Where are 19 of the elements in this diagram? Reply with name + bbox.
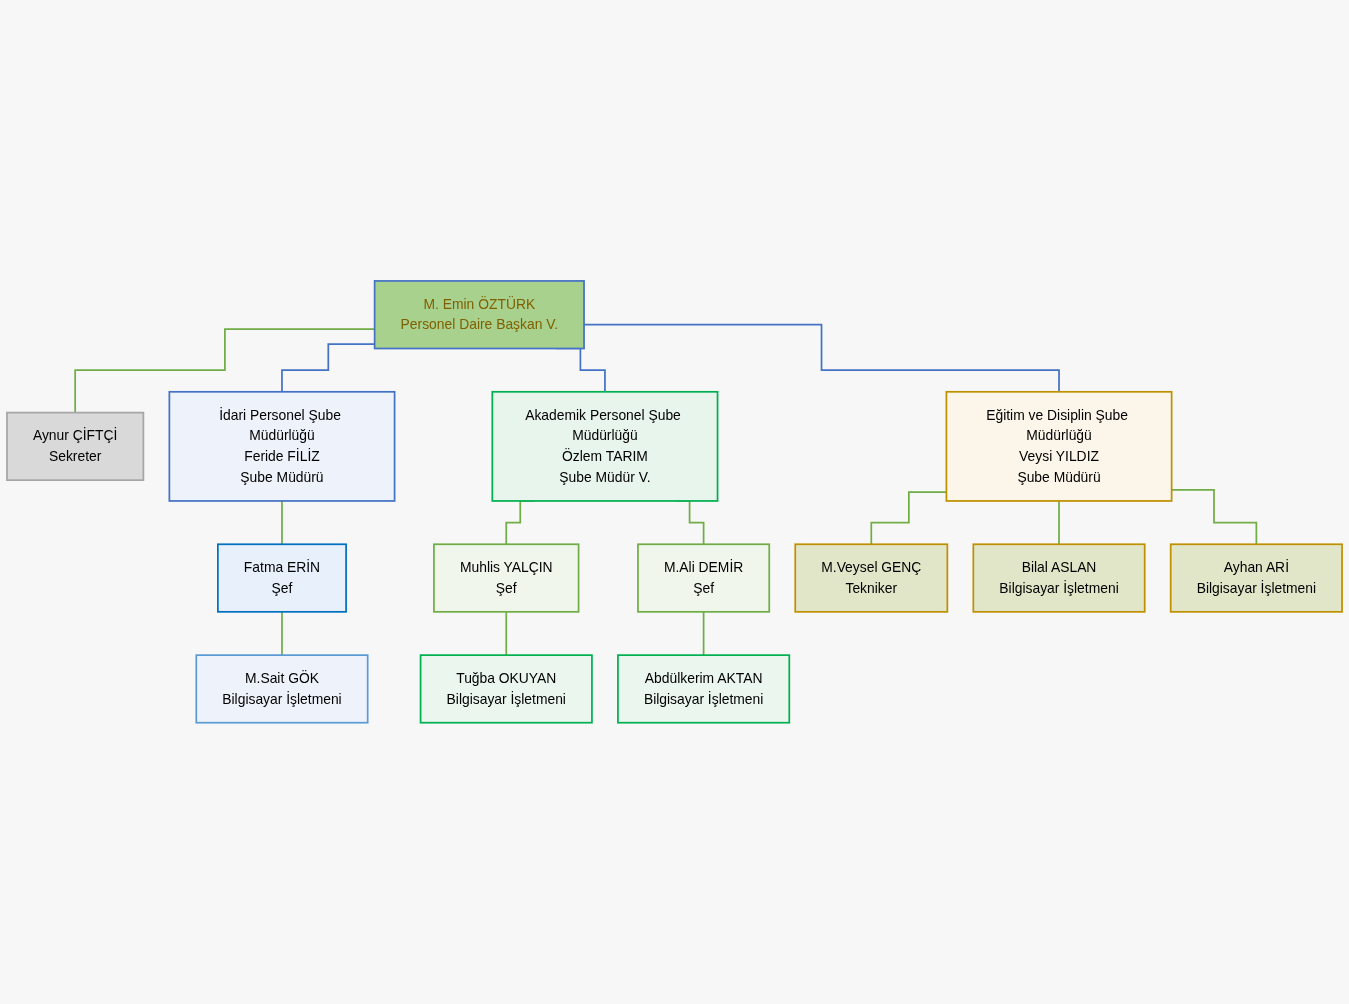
connector — [281, 500, 283, 546]
node-box: Eğitim ve Disiplin Şube Müdürlüğü Veysi YILDIZ Şube Müdürü — [945, 391, 1173, 502]
node-box: Akademik Personel Şube Müdürlüğü Özlem TARIM Şube Müdür V. — [491, 391, 719, 502]
connector — [1058, 500, 1060, 546]
node-box: Tuğba OKUYAN Bilgisayar İşletmeni — [419, 654, 593, 724]
node-box: M.Veysel GENÇ Tekniker — [794, 543, 949, 613]
node-box: Aynur ÇİFTÇİ Sekreter — [6, 411, 145, 482]
node-box: Fatma ERİN Şef — [217, 543, 347, 613]
node-box: M.Ali DEMİR Şef — [637, 543, 771, 613]
node-box: Bilal ASLAN Bilgisayar İşletmeni — [972, 543, 1146, 613]
node-box: Muhlis YALÇIN Şef — [433, 543, 580, 613]
node-box: Ayhan ARİ Bilgisayar İşletmeni — [1169, 543, 1343, 613]
connector — [281, 611, 283, 657]
node-box: M.Sait GÖK Bilgisayar İşletmeni — [195, 654, 369, 724]
connector — [702, 611, 705, 657]
node-box: Abdülkerim AKTAN Bilgisayar İşletmeni — [617, 654, 791, 724]
node-box: M. Emin ÖZTÜRK Personel Daire Başkan V. — [373, 280, 585, 350]
node-box: İdari Personel Şube Müdürlüğü Feride FİLİZ Şube Müdürü — [168, 391, 396, 502]
connector — [505, 611, 508, 657]
